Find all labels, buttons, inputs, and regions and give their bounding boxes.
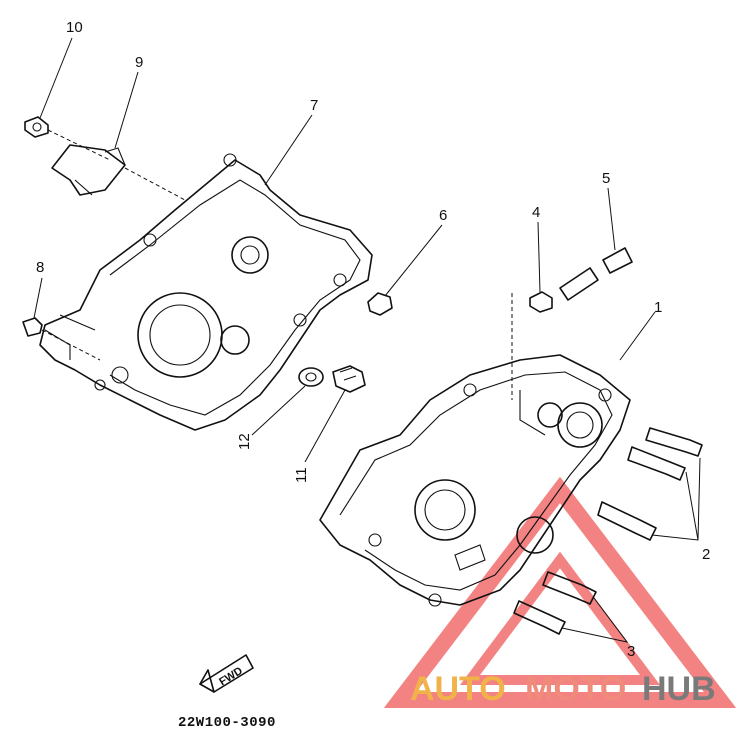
diagram-code: 22W100-3090 [178,715,276,731]
callout-9: 9 [135,54,143,71]
part-11-drain-bolt [332,365,366,393]
part-6-dowel [367,292,393,316]
watermark-auto: AUTO [410,670,506,708]
callout-12: 12 [236,433,253,450]
part-9-plate [51,144,126,196]
watermark-hub: HUB [642,670,716,708]
callout-7: 7 [310,97,318,114]
watermark-logo-triangle [383,476,737,708]
part-4-nipple [529,291,553,313]
part-10-bolt [24,116,49,138]
callout-1: 1 [654,299,662,316]
part-5-hoses [559,247,633,301]
callout-6: 6 [439,207,447,224]
leader-lines [33,37,701,643]
watermark-text: AUTO MOTO HUB [410,670,716,708]
callout-8: 8 [36,259,44,276]
fwd-label: FWD [217,665,245,688]
callout-5: 5 [602,170,610,187]
assembly-line-9 [124,167,186,201]
callout-2: 2 [702,546,710,563]
callout-10: 10 [66,19,83,36]
assembly-line-8 [41,329,101,361]
callout-3: 3 [627,643,635,660]
crankcase-right [319,354,631,607]
callout-11: 11 [293,467,310,483]
part-12-washer [298,367,324,387]
part-3-bolts [513,571,597,635]
crankcase-left [39,153,373,431]
part-8-dowel [22,317,43,337]
part-2-bolts [597,427,703,541]
callout-4: 4 [532,204,540,221]
assembly-line-10 [47,129,111,161]
fwd-arrow: FWD [199,654,254,693]
watermark-moto: MOTO [525,670,626,708]
